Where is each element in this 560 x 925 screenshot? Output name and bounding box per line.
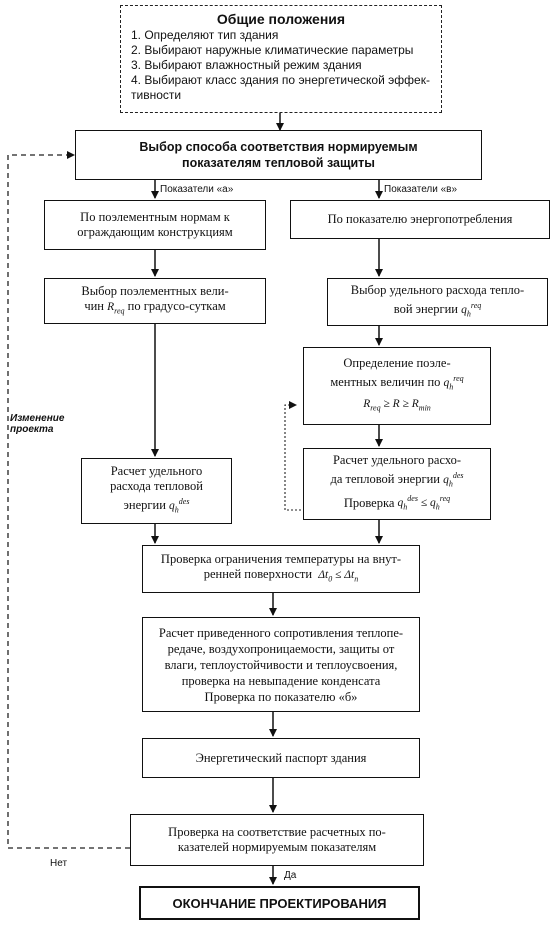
end-design-box: ОКОНЧАНИЕ ПРОЕКТИРОВАНИЯ: [139, 886, 420, 920]
general-item: 4. Выбирают класс здания по энергетическ…: [131, 73, 430, 87]
general-provisions-box: Общие положения 1. Определяют тип здания…: [120, 5, 442, 113]
choice-line: Выбор способа соответствия нормируемым: [139, 140, 418, 154]
resistance-calc-box: Расчет приведенного сопротивления теплоп…: [142, 617, 420, 712]
general-item: тивности: [131, 88, 182, 102]
general-title: Общие положения: [216, 11, 346, 27]
temperature-check-box: Проверка ограничения температуры на внут…: [142, 545, 420, 593]
right-select-specific-box: Выбор удельного расхода тепло- вой энерг…: [327, 278, 548, 326]
left-element-norms-box: По поэлементным нормам к ограждающим кон…: [44, 200, 266, 250]
left-heat-calc-box: Расчет удельного расхода тепловой энерги…: [81, 458, 232, 524]
choice-line: показателям тепловой защиты: [182, 156, 375, 170]
general-item: 2. Выбирают наружные климатические парам…: [131, 43, 414, 57]
right-energy-consumption-box: По показателю энергопотребления: [290, 200, 550, 239]
general-item: 1. Определяют тип здания: [131, 28, 279, 42]
right-element-values-box: Определение поэле- ментных величин по qh…: [303, 347, 491, 425]
compliance-check-box: Проверка на соответствие расчетных по- к…: [130, 814, 424, 866]
label-no: Нет: [50, 858, 68, 869]
left-select-values-box: Выбор поэлементных вели- чин Rreq по гра…: [44, 278, 266, 324]
label-yes: Да: [284, 870, 297, 881]
label-indicators-v: Показатели «в»: [384, 184, 458, 195]
label-indicators-a: Показатели «а»: [160, 184, 234, 195]
energy-passport-box: Энергетический паспорт здания: [142, 738, 420, 778]
general-item: 3. Выбирают влажностный режим здания: [131, 58, 362, 72]
redesign-label: Изменение проекта: [10, 413, 65, 435]
choice-method-box: Выбор способа соответствия нормируемым п…: [75, 130, 482, 180]
right-heat-calc-box: Расчет удельного расхо- да тепловой энер…: [303, 448, 491, 520]
